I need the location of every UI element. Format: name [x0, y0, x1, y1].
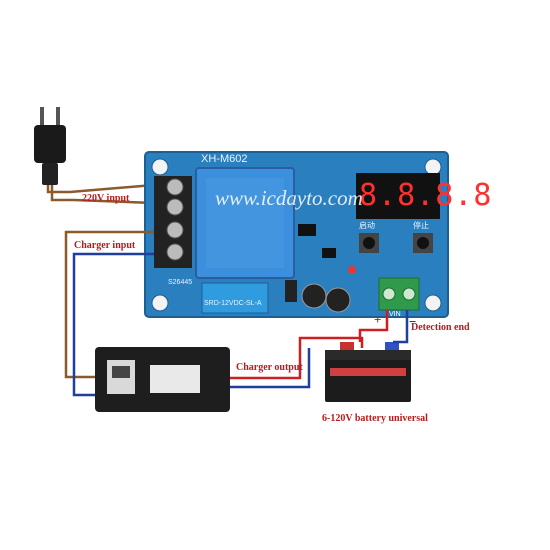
label-plus: +	[374, 312, 382, 327]
led-display	[356, 173, 440, 219]
battery	[325, 342, 411, 402]
start-button-label: 启动	[359, 221, 375, 230]
relay-text-label: SRD-12VDC-SL-A	[204, 300, 262, 307]
charger-device	[95, 347, 230, 412]
power-plug-icon	[34, 107, 66, 185]
relay	[201, 282, 269, 314]
controller-board	[144, 151, 449, 318]
vin-label: VIN	[389, 311, 401, 318]
label-charger-output: Charger output	[236, 362, 303, 373]
board-model-label: XH-M602	[201, 153, 248, 165]
label-charger-input: Charger input	[74, 240, 136, 251]
label-220v-input: 220V input	[82, 193, 130, 204]
display-digits: 8.8.8.8	[359, 178, 493, 213]
label-battery: 6-120V battery universal	[322, 413, 428, 424]
watermark: www.icdayto.com	[215, 186, 363, 210]
label-minus: −	[409, 314, 417, 329]
label-detection-end: Detection end	[411, 322, 470, 333]
stop-button-label: 停止	[413, 221, 429, 230]
terminal-code-label: S26445	[168, 279, 193, 286]
